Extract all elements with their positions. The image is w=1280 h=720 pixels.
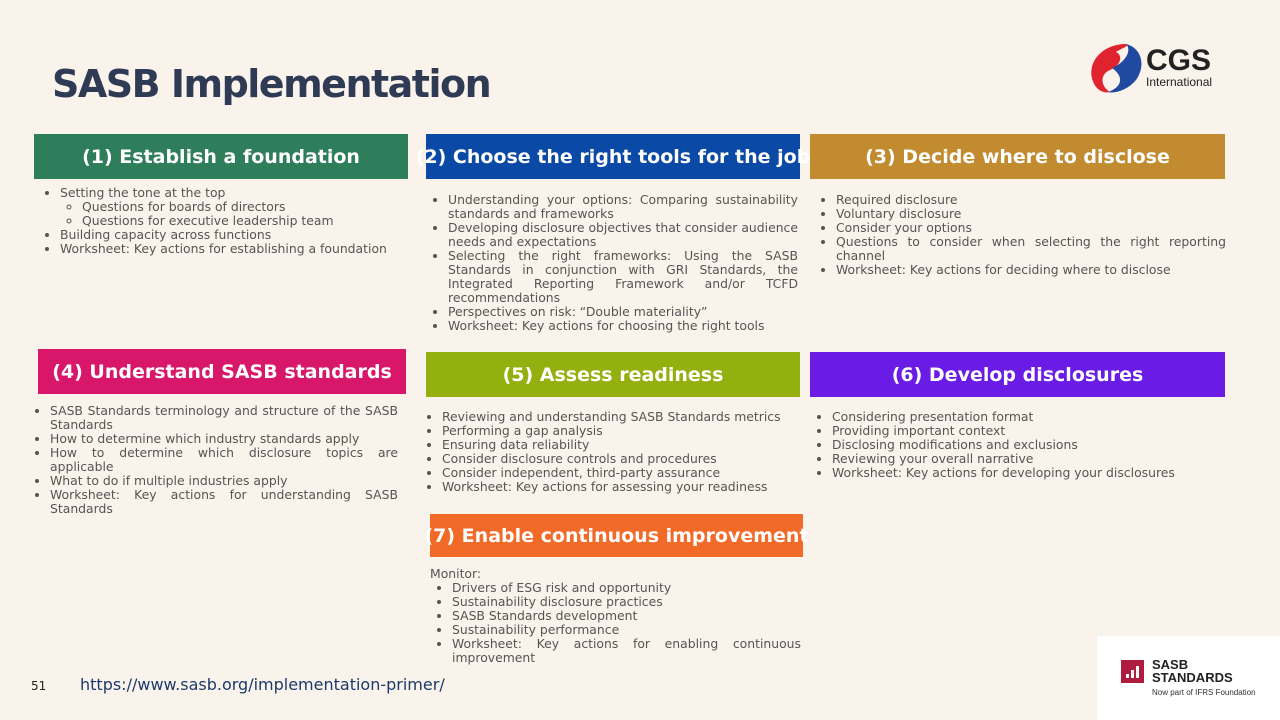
cgs-logo: CGS International bbox=[1086, 40, 1212, 96]
list-item: Reviewing your overall narrative bbox=[832, 452, 1222, 466]
list-item: How to determine which industry standard… bbox=[50, 432, 398, 446]
list-item: How to determine which disclosure topics… bbox=[50, 446, 398, 474]
sasb-logo-line2: STANDARDS bbox=[1152, 670, 1233, 685]
list-item: Providing important context bbox=[832, 424, 1222, 438]
list-item: Developing disclosure objectives that co… bbox=[448, 221, 798, 249]
list-item: Building capacity across functions bbox=[60, 228, 400, 242]
sasb-logo-sub: Now part of IFRS Foundation bbox=[1152, 688, 1256, 697]
section-2-header: (2) Choose the right tools for the job bbox=[416, 134, 810, 179]
section-1-header: (1) Establish a foundation bbox=[34, 134, 408, 179]
list-item: Worksheet: Key actions for assessing you… bbox=[442, 480, 800, 494]
list-item: Setting the tone at the top bbox=[60, 186, 400, 200]
section-7-header: (7) Enable continuous improvement bbox=[424, 514, 809, 557]
primer-link[interactable]: https://www.sasb.org/implementation-prim… bbox=[80, 675, 445, 694]
list-item: Worksheet: Key actions for enabling cont… bbox=[452, 637, 801, 665]
list-item: SASB Standards development bbox=[452, 609, 801, 623]
sasb-bars-icon bbox=[1121, 660, 1144, 683]
list-item: Required disclosure bbox=[836, 193, 1226, 207]
list-item: Consider disclosure controls and procedu… bbox=[442, 452, 800, 466]
list-item: Questions to consider when selecting the… bbox=[836, 235, 1226, 263]
section-3-list: Required disclosure Voluntary disclosure… bbox=[814, 193, 1226, 277]
section-6-list: Considering presentation format Providin… bbox=[810, 410, 1222, 480]
section-7-list: Monitor: Drivers of ESG risk and opportu… bbox=[430, 567, 801, 665]
list-item: Worksheet: Key actions for deciding wher… bbox=[836, 263, 1226, 277]
list-item: Worksheet: Key actions for developing yo… bbox=[832, 466, 1222, 480]
cgs-swirl-icon bbox=[1091, 44, 1142, 93]
list-item: Understanding your options: Comparing su… bbox=[448, 193, 798, 221]
section-7-intro: Monitor: bbox=[430, 566, 482, 581]
page-title: SASB Implementation bbox=[52, 62, 492, 106]
list-item: Sustainability performance bbox=[452, 623, 801, 637]
section-5-list: Reviewing and understanding SASB Standar… bbox=[420, 410, 800, 494]
list-item: Voluntary disclosure bbox=[836, 207, 1226, 221]
cgs-logo-name: CGS bbox=[1146, 44, 1212, 77]
list-item: Selecting the right frameworks: Using th… bbox=[448, 249, 798, 305]
list-item: Consider your options bbox=[836, 221, 1226, 235]
list-item: Performing a gap analysis bbox=[442, 424, 800, 438]
section-6-header: (6) Develop disclosures bbox=[810, 352, 1225, 397]
section-4-list: SASB Standards terminology and structure… bbox=[28, 404, 398, 516]
list-item: Perspectives on risk: “Double materialit… bbox=[448, 305, 798, 319]
list-item: Sustainability disclosure practices bbox=[452, 595, 801, 609]
section-1-list: Setting the tone at the top Questions fo… bbox=[38, 186, 400, 256]
section-4-header: (4) Understand SASB standards bbox=[38, 349, 406, 394]
list-item: Ensuring data reliability bbox=[442, 438, 800, 452]
list-item: Reviewing and understanding SASB Standar… bbox=[442, 410, 800, 424]
list-item: Questions for boards of directors bbox=[82, 200, 400, 214]
list-item: Disclosing modifications and exclusions bbox=[832, 438, 1222, 452]
list-item: Questions for executive leadership team bbox=[82, 214, 400, 228]
section-2-list: Understanding your options: Comparing su… bbox=[426, 193, 798, 333]
list-item: SASB Standards terminology and structure… bbox=[50, 404, 398, 432]
list-item: Worksheet: Key actions for choosing the … bbox=[448, 319, 798, 333]
sasb-logo: SASB STANDARDS Now part of IFRS Foundati… bbox=[1097, 636, 1280, 720]
cgs-logo-sub: International bbox=[1146, 75, 1213, 89]
list-item: Consider independent, third-party assura… bbox=[442, 466, 800, 480]
list-item: Drivers of ESG risk and opportunity bbox=[452, 581, 801, 595]
list-item: Considering presentation format bbox=[832, 410, 1222, 424]
list-item: What to do if multiple industries apply bbox=[50, 474, 398, 488]
page-number: 51 bbox=[31, 679, 47, 693]
list-item: Worksheet: Key actions for establishing … bbox=[60, 242, 400, 256]
section-5-header: (5) Assess readiness bbox=[426, 352, 800, 397]
list-item: Worksheet: Key actions for understanding… bbox=[50, 488, 398, 516]
section-3-header: (3) Decide where to disclose bbox=[810, 134, 1225, 179]
sasb-logo-line1: SASB bbox=[1152, 657, 1189, 672]
